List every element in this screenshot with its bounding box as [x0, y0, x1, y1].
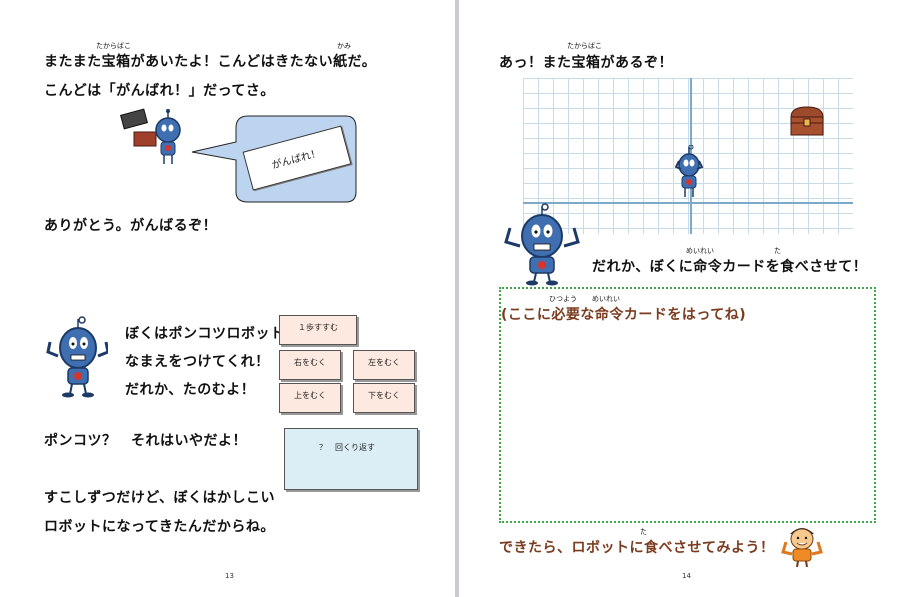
- text-line-1: またまた宝箱があいたよ！こんどはきたない紙だ。: [44, 54, 377, 70]
- ruby-hitsuyou: ひつよう: [549, 295, 577, 303]
- ruby-takarabako-right: たからばこ: [567, 42, 602, 50]
- paste-area-label: (ここに必要な命令カードをはってね): [501, 307, 747, 323]
- card-turn-left[interactable]: 左をむく: [353, 350, 415, 380]
- robot-icon: [155, 109, 181, 164]
- treasure-chest-icon: [120, 108, 157, 147]
- page-number-left: 13: [225, 572, 234, 580]
- ruby-ta: た: [774, 247, 781, 255]
- text-ponkotsu: ポンコツ？ それはいやだよ！: [44, 433, 247, 449]
- intro-line-2: なまえをつけてくれ！: [125, 354, 270, 370]
- card-turn-up[interactable]: 上をむく: [279, 383, 341, 413]
- page-number-right: 14: [682, 572, 691, 580]
- robot-icon: [46, 316, 108, 398]
- card-repeat[interactable]: ？ 回くり返す: [284, 428, 418, 490]
- ruby-meirei-2: めいれい: [592, 295, 620, 303]
- text-right-line-1: あっ！また宝箱があるぞ！: [499, 55, 673, 71]
- page-13: [0, 0, 455, 597]
- card-forward[interactable]: １歩すすむ: [279, 315, 357, 345]
- intro-line-1: ぼくはポンコツロボット: [125, 326, 285, 342]
- child-character-icon: [781, 528, 823, 568]
- card-turn-down[interactable]: 下をむく: [353, 383, 415, 413]
- ruby-kami: かみ: [337, 42, 351, 50]
- card-paste-area[interactable]: [499, 287, 876, 523]
- ruby-ta-2: た: [640, 528, 647, 536]
- robot-icon: [504, 203, 580, 286]
- robot-with-chest-illustration: [120, 108, 181, 164]
- treasure-chest-icon: [790, 106, 824, 136]
- text-line-2: こんどは「がんばれ！」だってさ。: [44, 83, 275, 99]
- robot-icon: [675, 145, 704, 197]
- intro-line-3: だれか、たのむよ！: [125, 382, 256, 398]
- closing-line-2: ロボットになってきたんだからね。: [44, 519, 275, 535]
- card-turn-right[interactable]: 右をむく: [279, 350, 341, 380]
- card-repeat-label: ？ 回くり返す: [319, 443, 375, 452]
- ruby-takarabako: たからばこ: [96, 42, 131, 50]
- ruby-meirei: めいれい: [686, 247, 714, 255]
- paper-text: がんばれ！: [270, 147, 322, 172]
- page-divider: [455, 0, 459, 597]
- closing-line-1: すこしずつだけど、ぼくはかしこい: [44, 490, 276, 506]
- grid-axis-horizontal: [523, 202, 853, 204]
- text-line-3: ありがとう。がんばるぞ！: [44, 218, 218, 234]
- text-right-line-2: だれか、ぼくに命令カードを食べさせて！: [592, 259, 868, 275]
- text-right-line-3: できたら、ロボットに食べさせてみよう！: [499, 540, 775, 556]
